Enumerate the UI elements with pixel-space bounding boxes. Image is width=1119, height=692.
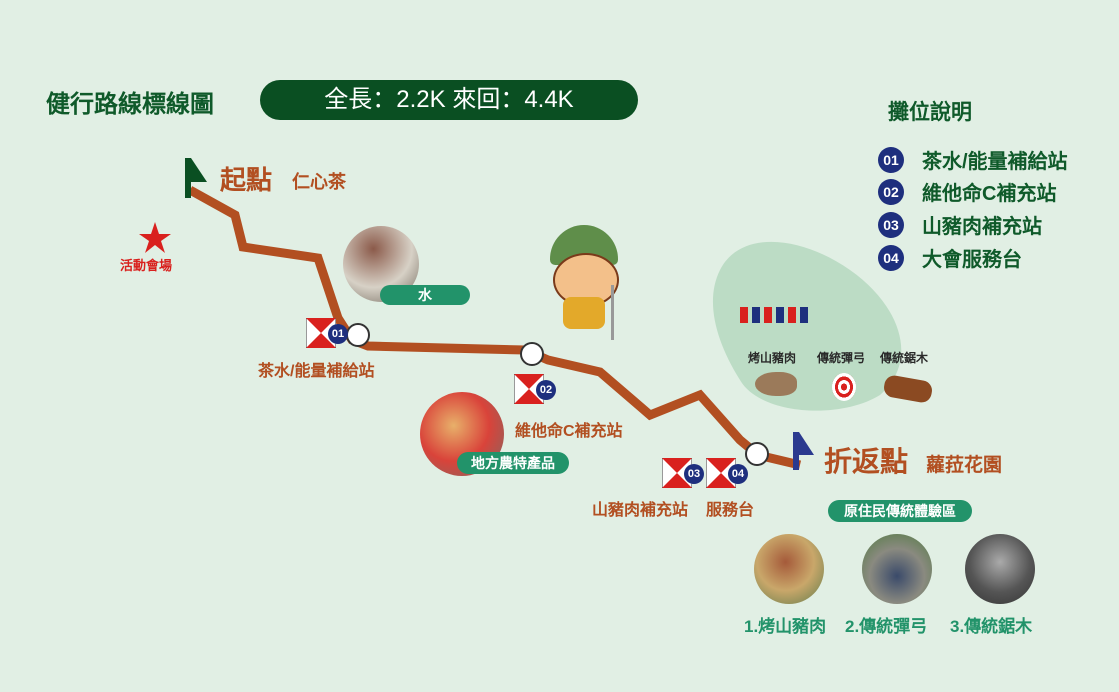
station-badge: 03 — [684, 464, 704, 484]
waypoint-circle — [346, 323, 370, 347]
experience-photo — [754, 534, 824, 604]
experience-label: 3.傳統鋸木 — [950, 617, 1033, 636]
station-label-04: 服務台 — [706, 502, 755, 519]
mascot-illustration — [545, 225, 625, 340]
legend-item: 02 維他命C補充站 — [878, 177, 1056, 206]
aid-station-flag-icon — [706, 458, 736, 488]
start-flag-icon — [185, 158, 207, 198]
legend-title: 攤位說明 — [888, 101, 972, 124]
legend-label: 維他命C補充站 — [922, 183, 1057, 205]
waypoint-circle — [745, 442, 769, 466]
route-length-badge: 全長：2.2K 來回：4.4K — [260, 80, 638, 120]
turn-label: 折返點 — [824, 446, 909, 477]
legend-label: 大會服務台 — [922, 249, 1022, 271]
area-label: 傳統彈弓 — [817, 351, 866, 365]
experience-zone-pill: 原住民傳統體驗區 — [828, 500, 972, 522]
boar-icon — [755, 372, 797, 396]
produce-pill: 地方農特產品 — [457, 452, 569, 474]
station-badge: 04 — [728, 464, 748, 484]
experience-label: 1.烤山豬肉 — [744, 617, 827, 636]
station-label-02: 維他命C補充站 — [515, 423, 623, 440]
station-badge: 02 — [536, 380, 556, 400]
legend-item: 03 山豬肉補充站 — [878, 210, 1042, 239]
legend-item: 04 大會服務台 — [878, 243, 1022, 272]
legend-number: 02 — [878, 178, 904, 205]
legend-label: 山豬肉補充站 — [922, 216, 1042, 238]
start-place: 仁心茶 — [292, 172, 346, 192]
start-label: 起點 — [220, 165, 273, 195]
restroom-icon — [740, 307, 808, 323]
target-icon — [832, 373, 856, 401]
legend-number: 01 — [878, 146, 904, 173]
legend-number: 04 — [878, 244, 904, 271]
turn-place: 蘿菈花園 — [926, 455, 1003, 476]
waypoint-circle — [520, 342, 544, 366]
experience-label: 2.傳統彈弓 — [845, 617, 928, 636]
legend-item: 01 茶水/能量補給站 — [878, 145, 1068, 174]
station-label-03: 山豬肉補充站 — [592, 502, 689, 519]
legend-number: 03 — [878, 211, 904, 238]
experience-photo — [862, 534, 932, 604]
station-badge: 01 — [328, 324, 348, 344]
experience-area-blob — [712, 241, 902, 411]
turn-flag-icon — [793, 432, 814, 470]
venue-star-icon — [139, 222, 171, 253]
venue-label: 活動會場 — [120, 258, 173, 273]
area-label: 烤山豬肉 — [748, 351, 797, 365]
area-label: 傳統鋸木 — [880, 351, 929, 365]
water-pill: 水 — [380, 285, 470, 305]
station-label-01: 茶水/能量補給站 — [258, 363, 375, 380]
legend-label: 茶水/能量補給站 — [922, 151, 1068, 173]
page-title: 健行路線標線圖 — [46, 91, 214, 118]
experience-photo — [965, 534, 1035, 604]
